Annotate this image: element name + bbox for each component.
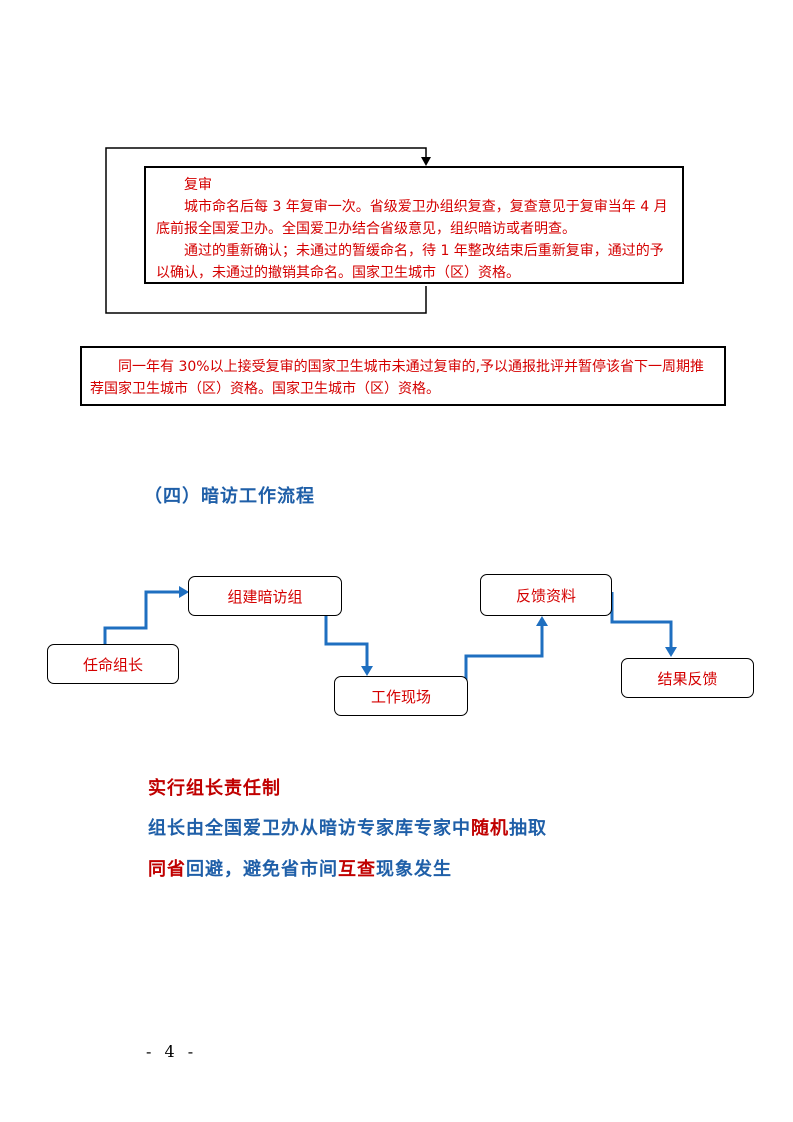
section-title: （四）暗访工作流程 xyxy=(144,486,315,507)
review-loop-arrowhead xyxy=(421,157,431,166)
bullet-leader-responsibility: 实行组长责任制 xyxy=(148,778,281,799)
connector-2-3 xyxy=(324,616,369,668)
bullet-3-part-1: 同省 xyxy=(148,859,186,880)
bullet-3-part-2: 回避，避免省市间 xyxy=(186,859,338,880)
bullet-2-part-1: 组长由全国爱卫办从暗访专家库专家中 xyxy=(148,818,471,839)
bullet-3-part-3: 互查 xyxy=(338,859,376,880)
review-paragraph-1: 城市命名后每 3 年复审一次。省级爱卫办组织复查，复查意见于复审当年 4 月底前… xyxy=(156,199,668,237)
flow-step-appoint-leader: 任命组长 xyxy=(47,644,179,684)
flow-step-field-work: 工作现场 xyxy=(334,676,468,716)
arrowhead-2-3 xyxy=(361,666,373,676)
arrowhead-4-5 xyxy=(665,647,677,657)
flow-step-result-feedback: 结果反馈 xyxy=(621,658,754,698)
flow-step-form-team: 组建暗访组 xyxy=(188,576,342,616)
bullet-2-part-2: 随机 xyxy=(471,818,509,839)
review-box: 复审 城市命名后每 3 年复审一次。省级爱卫办组织复查，复查意见于复审当年 4 … xyxy=(144,166,684,284)
bullet-avoidance: 同省回避，避免省市间互查现象发生 xyxy=(148,855,452,881)
bullet-2-part-3: 抽取 xyxy=(509,818,547,839)
review-loop-arrow xyxy=(105,147,431,314)
page-number: - 4 - xyxy=(146,1042,198,1061)
review-title: 复审 xyxy=(184,177,212,193)
arrowhead-3-4 xyxy=(536,616,548,626)
arrowhead-1-2 xyxy=(179,586,189,598)
notice-box: 同一年有 30%以上接受复审的国家卫生城市未通过复审的,予以通报批评并暂停该省下… xyxy=(80,346,726,406)
flow-connectors xyxy=(103,586,677,696)
review-paragraph-2: 通过的重新确认；未通过的暂缓命名，待 1 年整改结束后重新复审，通过的予以确认，… xyxy=(156,243,664,281)
bullet-3-part-4: 现象发生 xyxy=(376,859,452,880)
connector-1-2 xyxy=(103,590,180,644)
notice-text: 同一年有 30%以上接受复审的国家卫生城市未通过复审的,予以通报批评并暂停该省下… xyxy=(90,359,705,397)
flow-step-feedback-materials: 反馈资料 xyxy=(480,574,612,616)
connector-3-4 xyxy=(464,624,544,696)
review-loop-line xyxy=(105,147,427,314)
connector-4-5 xyxy=(610,592,673,648)
bullet-leader-selection: 组长由全国爱卫办从暗访专家库专家中随机抽取 xyxy=(148,814,547,840)
